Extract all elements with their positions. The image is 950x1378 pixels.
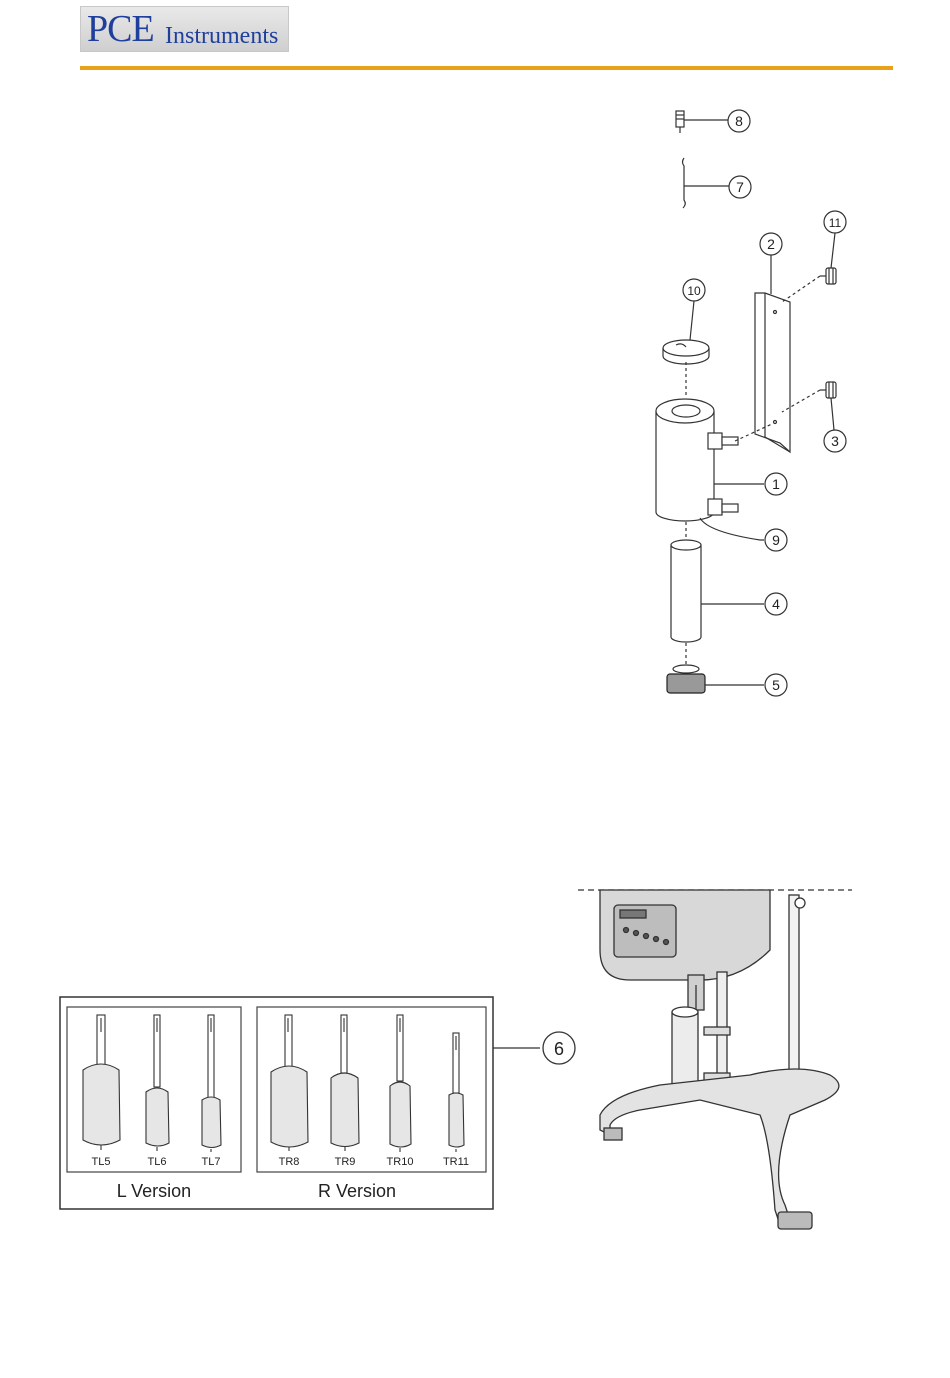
callout-9: 9 bbox=[772, 532, 780, 548]
part-7-hook bbox=[683, 158, 730, 208]
callout-8: 8 bbox=[735, 113, 743, 129]
part-11-knob-screw bbox=[782, 233, 836, 302]
callout-5: 5 bbox=[772, 677, 780, 693]
spindle-set-panel: 6 bbox=[60, 997, 575, 1209]
callout-11: 11 bbox=[829, 216, 842, 230]
part-8-pin bbox=[676, 111, 728, 133]
callout-3: 3 bbox=[831, 433, 839, 449]
spindle-label-tl5: TL5 bbox=[92, 1156, 111, 1168]
callout-6: 6 bbox=[554, 1039, 564, 1059]
spindle-label-tr8: TR8 bbox=[279, 1156, 300, 1168]
callout-4: 4 bbox=[772, 596, 780, 612]
part-10-cap-disc bbox=[663, 301, 709, 396]
exploded-assembly-diagram bbox=[656, 110, 846, 696]
callout-7: 7 bbox=[736, 179, 744, 195]
spindle-label-tr10: TR10 bbox=[387, 1156, 414, 1168]
callout-2: 2 bbox=[767, 236, 775, 252]
spindle-label-tl6: TL6 bbox=[148, 1156, 167, 1168]
spindle-label-tr9: TR9 bbox=[335, 1156, 356, 1168]
group-label-r-version: R Version bbox=[318, 1181, 396, 1201]
callout-10: 10 bbox=[687, 284, 701, 298]
group-label-l-version: L Version bbox=[117, 1181, 191, 1201]
spindle-label-tl7: TL7 bbox=[202, 1156, 221, 1168]
part-2-bracket bbox=[755, 255, 790, 452]
part-5-end-cap bbox=[667, 665, 764, 693]
callout-1: 1 bbox=[772, 476, 780, 492]
spindle-label-tr11: TR11 bbox=[443, 1156, 469, 1168]
part-4-tube bbox=[671, 540, 764, 664]
viscometer-stand-illustration bbox=[578, 890, 852, 1229]
